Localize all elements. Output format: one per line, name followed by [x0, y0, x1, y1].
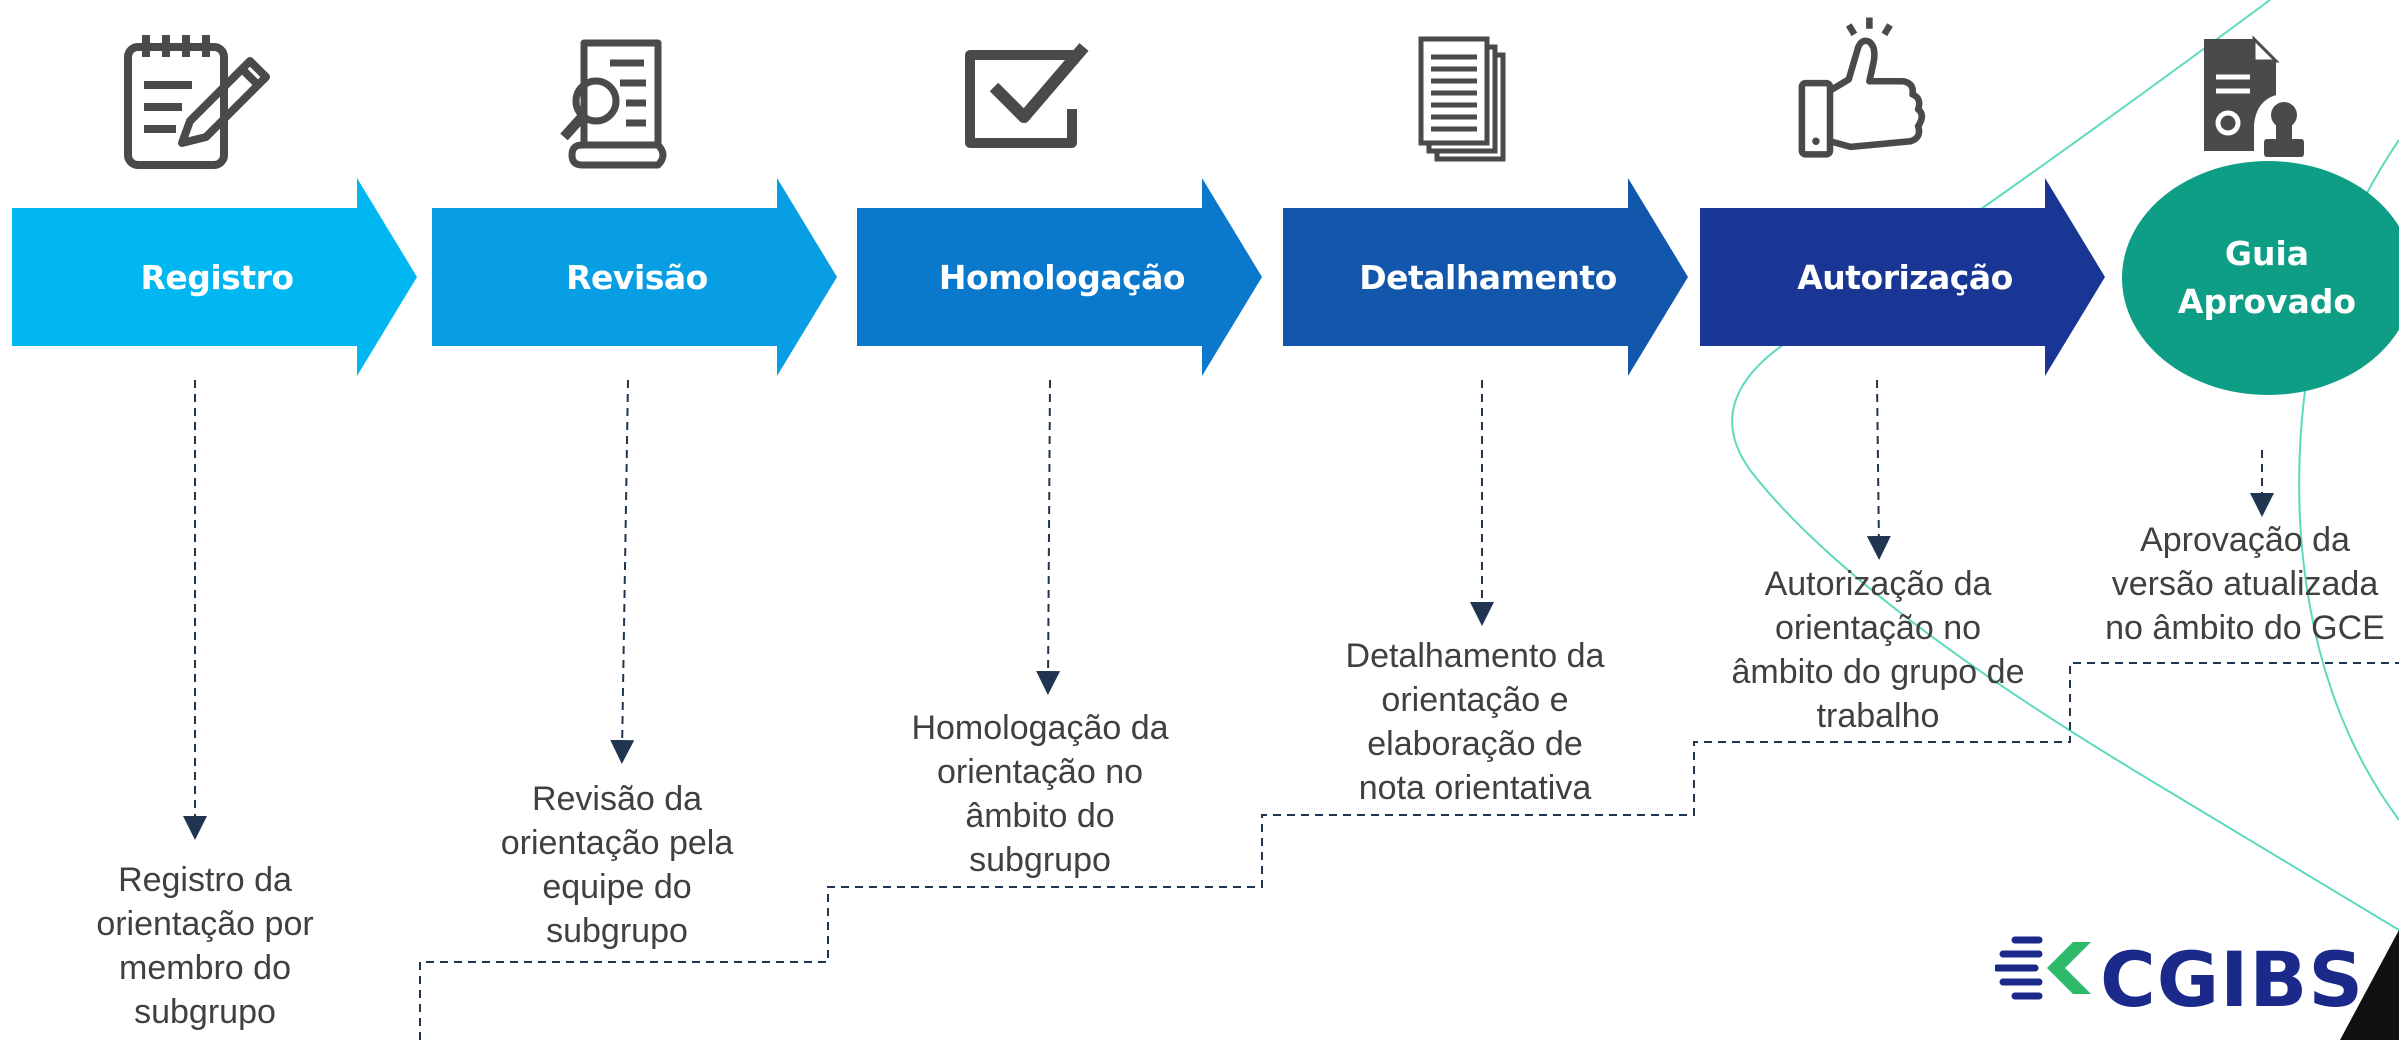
document-stamp-icon	[2180, 25, 2360, 175]
step-label-registro: Registro	[140, 257, 294, 297]
thumbs-up-icon	[1785, 10, 1965, 160]
step-description-autorizacao: Autorização da orientação no âmbito do g…	[1731, 565, 2025, 735]
connector-homologacao	[1036, 379, 1061, 695]
arrow-shape	[12, 178, 417, 376]
arrow-shape	[1283, 178, 1688, 376]
connector-autorizacao	[1866, 379, 1891, 560]
arrow-shape	[1700, 178, 2105, 376]
step-arrow-registro: Registro	[12, 178, 432, 376]
arrow-shape	[432, 178, 837, 376]
step-label-revisao: Revisão	[566, 257, 708, 297]
step-label-detalhamento: Detalhamento	[1359, 257, 1617, 297]
step-label-autorizacao: Autorização	[1797, 257, 2013, 297]
step-arrow-autorizacao: Autorização	[1700, 178, 2120, 376]
logo-text: CGIBS	[2100, 935, 2365, 1024]
logo-mark-icon	[1995, 936, 2091, 1000]
document-magnifier-icon	[540, 25, 720, 175]
arrow-shape	[857, 178, 1262, 376]
final-step-circle	[2122, 161, 2399, 395]
notepad-pencil-icon	[110, 25, 290, 175]
step-label-homologacao: Homologação	[938, 257, 1186, 297]
final-step-label: Guia Aprovado	[2177, 233, 2357, 321]
stacked-documents-icon	[1385, 25, 1565, 175]
step-arrow-revisao: Revisão	[432, 178, 852, 376]
step-arrow-homologacao: Homologação	[857, 178, 1277, 376]
checkbox-icon	[960, 25, 1140, 175]
step-description-registro: Registro da orientação por membro do sub…	[96, 861, 314, 1031]
final-step-description: Aprovação da versão atualizada no âmbito…	[2105, 521, 2385, 647]
step-description-revisao: Revisão da orientação pela equipe do sub…	[500, 780, 734, 950]
step-description-homologacao: Homologação da orientação no âmbito do s…	[911, 709, 1169, 879]
connector-revisao	[610, 379, 635, 764]
step-arrow-detalhamento: Detalhamento	[1283, 178, 1703, 376]
corner-mark	[2340, 930, 2399, 1040]
step-description-detalhamento: Detalhamento da orientação e elaboração …	[1345, 637, 1605, 807]
